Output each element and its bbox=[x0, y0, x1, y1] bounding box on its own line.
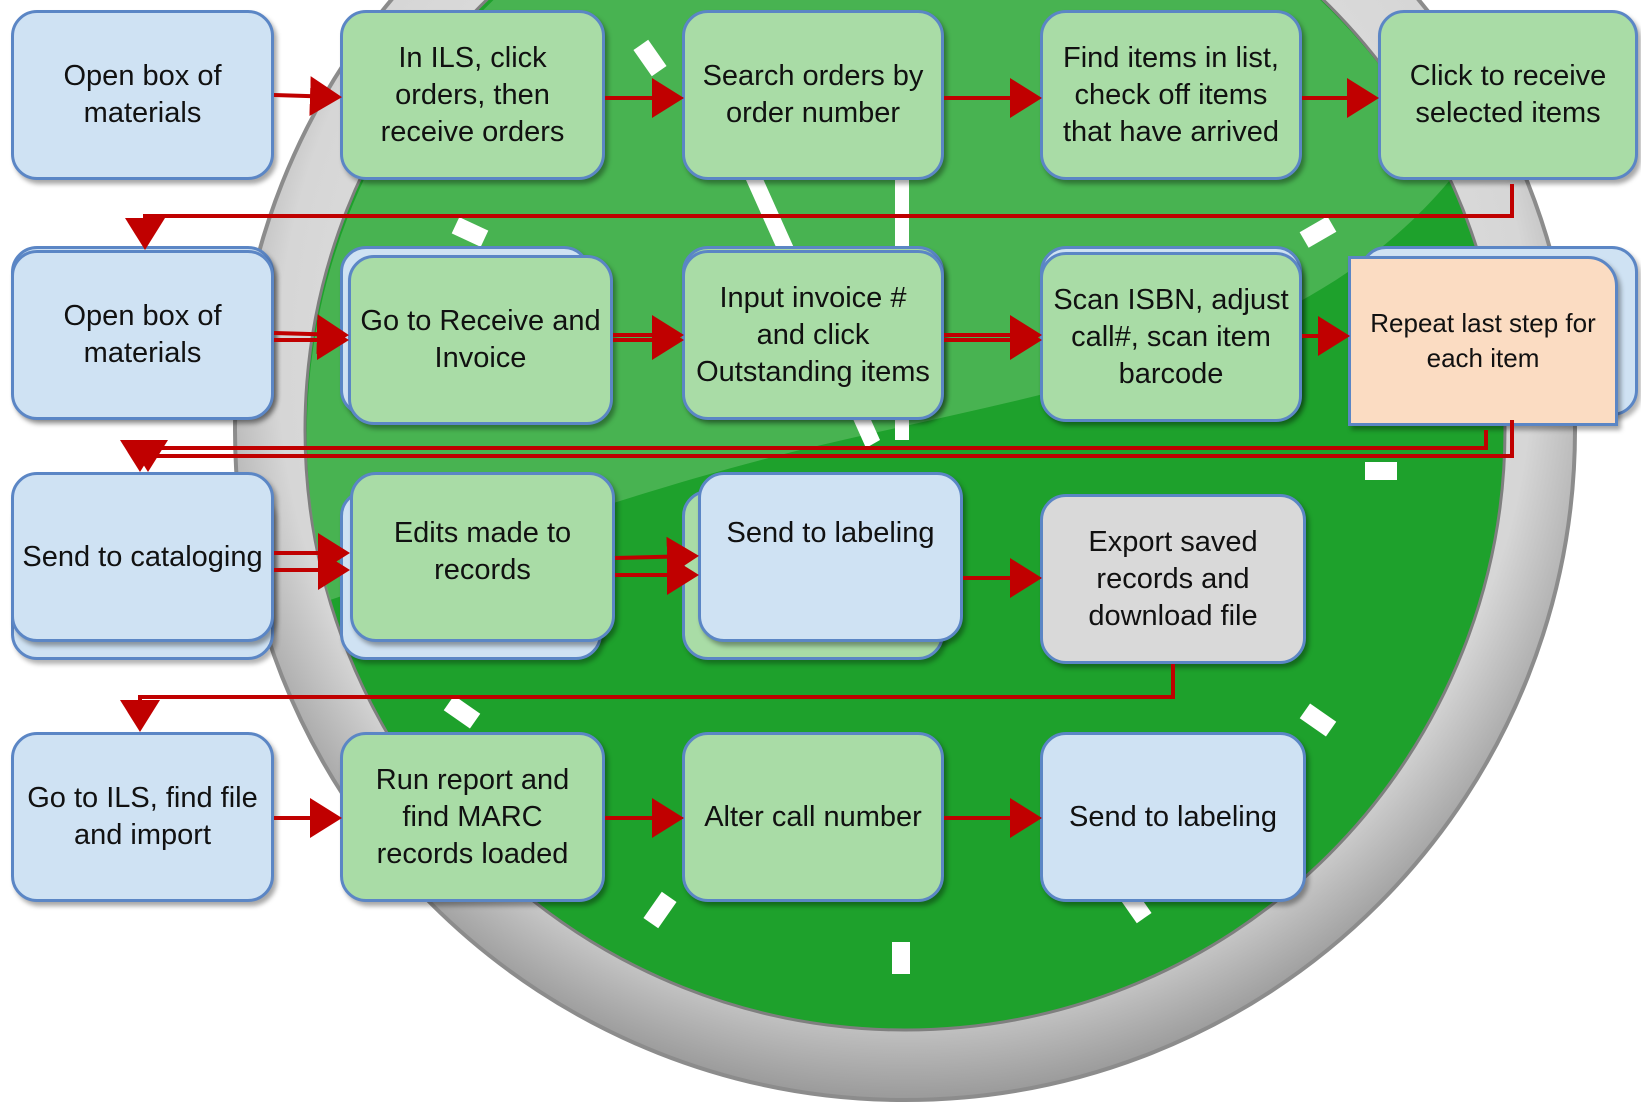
arrow bbox=[128, 430, 1488, 472]
step-send-cataloging: Send to cataloging bbox=[11, 472, 274, 642]
step-alter-call: Alter call number bbox=[682, 732, 944, 902]
step-send-labeling: Send to labeling bbox=[698, 472, 963, 642]
step-click-receive: Click to receive selected items bbox=[1378, 10, 1638, 180]
step-open-box-2: Open box of materials bbox=[11, 250, 274, 420]
step-find-items: Find items in list, check off items that… bbox=[1040, 10, 1302, 180]
step-send-labeling-2: Send to labeling bbox=[1040, 732, 1306, 902]
step-export-saved: Export saved records and download file bbox=[1040, 494, 1306, 664]
step-input-invoice: Input invoice # and click Outstanding it… bbox=[682, 250, 944, 420]
step-go-to-ils: Go to ILS, find file and import bbox=[11, 732, 274, 902]
step-repeat: Repeat last step for each item bbox=[1348, 256, 1618, 426]
step-scan-isbn: Scan ISBN, adjust call#, scan item barco… bbox=[1040, 252, 1302, 422]
step-search-orders: Search orders by order number bbox=[682, 10, 944, 180]
step-receive-invoice: Go to Receive and Invoice bbox=[348, 255, 613, 425]
step-open-box: Open box of materials bbox=[11, 10, 274, 180]
arrow bbox=[125, 184, 1514, 250]
step-in-ils: In ILS, click orders, then receive order… bbox=[340, 10, 605, 180]
arrow bbox=[120, 664, 1175, 732]
step-edits-made: Edits made to records bbox=[350, 472, 615, 642]
arrow bbox=[273, 314, 349, 355]
step-run-report: Run report and find MARC records loaded bbox=[340, 732, 605, 902]
arrow bbox=[614, 536, 699, 577]
arrow bbox=[120, 420, 1514, 472]
arrow bbox=[273, 76, 342, 117]
